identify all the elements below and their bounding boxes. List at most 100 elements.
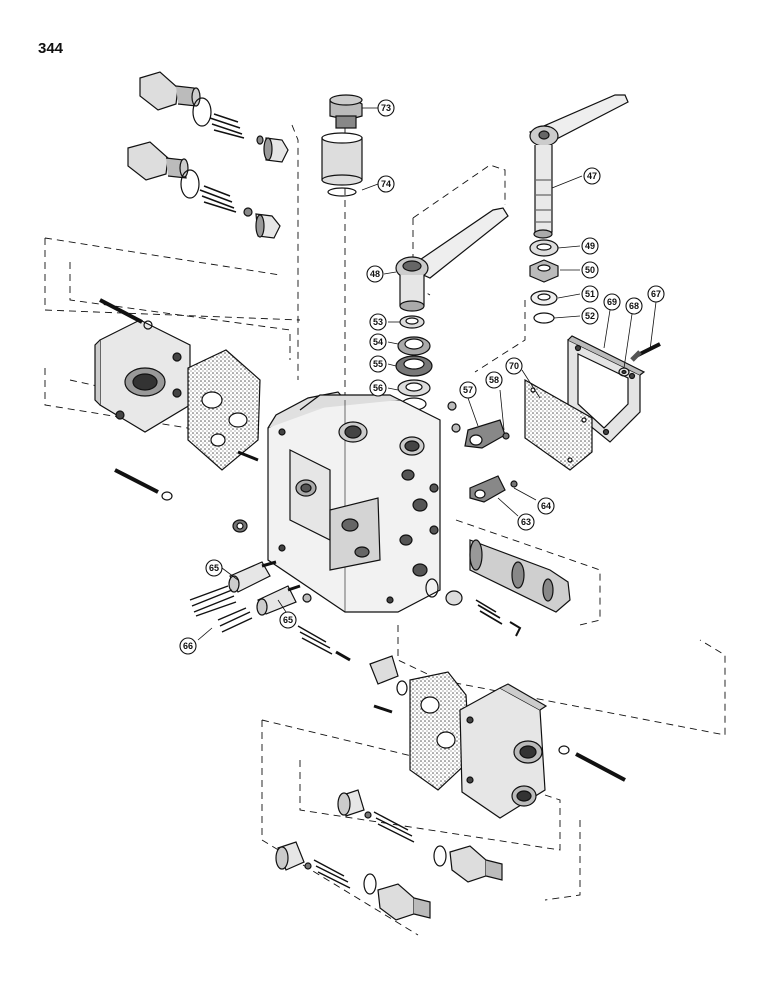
callout-67: 67 — [647, 285, 665, 303]
svg-text:58: 58 — [489, 375, 499, 385]
dowel-pin — [237, 450, 259, 462]
small-cap — [232, 519, 248, 533]
callout-55: 55 — [369, 355, 387, 373]
nut-50 — [529, 259, 559, 283]
callout-69: 69 — [603, 293, 621, 311]
svg-text:55: 55 — [373, 359, 383, 369]
lower-relief-fitting-upper — [449, 845, 503, 883]
o-ring-52 — [533, 312, 555, 324]
svg-text:64: 64 — [541, 501, 551, 511]
spool-o-ring — [425, 578, 439, 598]
svg-text:63: 63 — [521, 517, 531, 527]
svg-text:57: 57 — [463, 385, 473, 395]
sleeve-74 — [321, 132, 363, 197]
callout-74: 74 — [377, 175, 395, 193]
bolt-67 — [630, 342, 661, 362]
callout-51: 51 — [581, 285, 599, 303]
callout-49: 49 — [581, 237, 599, 255]
callout-65-lower: 65 — [279, 611, 297, 629]
plug-73 — [329, 94, 363, 129]
spool-spring — [475, 599, 503, 625]
svg-text:49: 49 — [585, 241, 595, 251]
lower-relief-o-ring-upper — [433, 845, 447, 867]
upper-left-bolt — [99, 298, 153, 330]
valve-body — [267, 391, 441, 613]
lower-plug — [369, 655, 399, 685]
ball-64 — [510, 480, 518, 488]
plunger-65-upper — [228, 560, 277, 593]
control-spool — [469, 539, 571, 613]
svg-text:51: 51 — [585, 289, 595, 299]
relief-valve-fitting-bottom — [127, 141, 281, 239]
control-lever-48 — [395, 207, 509, 312]
relief-valve-fitting-top — [139, 71, 289, 163]
svg-text:47: 47 — [587, 171, 597, 181]
callout-56: 56 — [369, 379, 387, 397]
small-plug-lower — [302, 593, 312, 603]
lower-relief-ball-lower — [304, 862, 312, 870]
callout-47: 47 — [583, 167, 601, 185]
lower-dowel — [373, 704, 393, 714]
lower-relief-plug-upper — [337, 789, 365, 817]
lower-relief-fitting-lower — [377, 883, 431, 921]
svg-text:56: 56 — [373, 383, 383, 393]
svg-text:54: 54 — [373, 337, 383, 347]
svg-text:48: 48 — [370, 269, 380, 279]
control-lever-47 — [528, 94, 629, 239]
callout-73: 73 — [377, 99, 395, 117]
washer-49 — [529, 239, 559, 257]
washer-51 — [530, 290, 558, 306]
page-number: 344 — [38, 40, 64, 57]
callout-53: 53 — [369, 313, 387, 331]
svg-text:73: 73 — [381, 103, 391, 113]
lower-o-ring — [396, 680, 408, 696]
cam-63 — [469, 475, 506, 503]
spool-washer — [445, 590, 463, 606]
callout-52: 52 — [581, 307, 599, 325]
callout-54: 54 — [369, 333, 387, 351]
leader-lines — [197, 107, 657, 641]
svg-text:70: 70 — [509, 361, 519, 371]
right-end-cover — [459, 683, 548, 819]
ball-58 — [502, 432, 510, 440]
lower-relief-o-ring-lower — [363, 873, 377, 895]
lower-pin — [335, 650, 351, 662]
svg-text:67: 67 — [651, 289, 661, 299]
svg-text:53: 53 — [373, 317, 383, 327]
spring-66-lower — [217, 607, 253, 633]
washer-53 — [399, 315, 425, 329]
callout-57: 57 — [459, 381, 477, 399]
lower-relief-plug-lower — [275, 841, 305, 871]
svg-text:52: 52 — [585, 311, 595, 321]
svg-text:74: 74 — [381, 179, 391, 189]
lower-relief-spring-upper — [373, 811, 415, 843]
left-end-cover — [94, 319, 191, 433]
callout-48: 48 — [366, 265, 384, 283]
svg-text:69: 69 — [607, 297, 617, 307]
seal-54 — [397, 336, 431, 356]
bearing-55 — [395, 355, 433, 377]
spool-retainer — [509, 621, 522, 637]
gasket-70 — [524, 378, 593, 471]
callout-68: 68 — [625, 297, 643, 315]
washer-56 — [397, 379, 431, 397]
svg-text:66: 66 — [183, 641, 193, 651]
plunger-65-lower — [256, 584, 301, 616]
svg-text:65: 65 — [209, 563, 219, 573]
right-bolt — [558, 745, 626, 782]
svg-text:50: 50 — [585, 265, 595, 275]
callout-64: 64 — [537, 497, 555, 515]
callout-58: 58 — [485, 371, 503, 389]
lower-relief-spring-lower — [313, 859, 351, 889]
lower-spring — [297, 625, 333, 655]
callout-65-upper: 65 — [205, 559, 223, 577]
left-gasket — [187, 349, 261, 471]
spring-66-upper — [189, 585, 237, 617]
lower-relief-ball-upper — [364, 811, 372, 819]
callout-63: 63 — [517, 513, 535, 531]
svg-text:65: 65 — [283, 615, 293, 625]
small-plugs — [447, 401, 461, 433]
svg-text:68: 68 — [629, 301, 639, 311]
right-gasket — [409, 671, 471, 791]
